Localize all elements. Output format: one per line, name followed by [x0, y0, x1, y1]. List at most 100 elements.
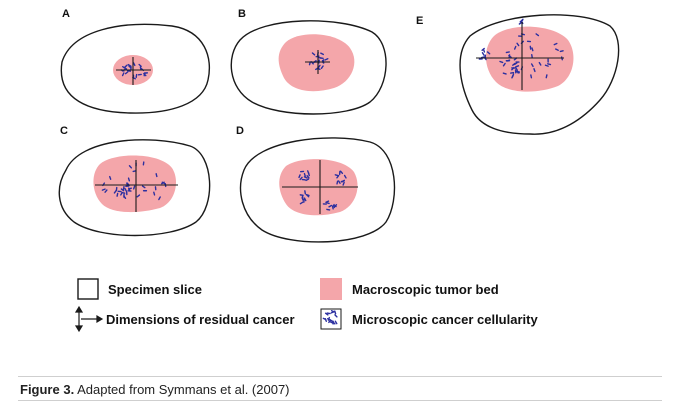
- cancer-cell-mark: [482, 48, 486, 53]
- cancer-cell-mark: [481, 52, 485, 56]
- cancer-cell-mark: [303, 176, 308, 179]
- cancer-cell-mark: [158, 196, 161, 201]
- panel-label-e: E: [416, 15, 423, 27]
- cells-c: [101, 161, 167, 201]
- cancer-cell-mark: [520, 18, 524, 22]
- cancer-cell-mark: [306, 175, 310, 179]
- cancer-cell-mark: [553, 42, 558, 46]
- cancer-cell-mark: [155, 173, 158, 178]
- panel-label-b: B: [238, 8, 246, 20]
- cells-e: [478, 18, 564, 79]
- cancer-cell-mark: [123, 66, 128, 70]
- cancer-cell-mark: [121, 72, 125, 77]
- cancer-cell-mark: [317, 64, 321, 69]
- cancer-cell-mark: [331, 205, 334, 210]
- cancer-cell-mark: [324, 58, 329, 61]
- cancer-cell-mark: [336, 180, 339, 185]
- cancer-cell-mark: [330, 311, 335, 314]
- cancer-cell-mark: [333, 204, 338, 208]
- cancer-cell-mark: [305, 194, 310, 198]
- caption-label: Figure 3.: [20, 382, 75, 397]
- cancer-cell-mark: [499, 60, 504, 64]
- cancer-cell-mark: [511, 73, 515, 78]
- cancer-cell-mark: [124, 64, 128, 68]
- cancer-cell-mark: [325, 201, 330, 205]
- cancer-cell-mark: [330, 319, 334, 323]
- cancer-cell-mark: [104, 189, 108, 193]
- panel-label-d: D: [236, 125, 244, 137]
- cancer-cell-mark: [334, 314, 338, 318]
- legend-dimensions-icon: [74, 305, 104, 333]
- cancer-cell-mark: [328, 204, 333, 208]
- panel-e: E: [416, 14, 620, 135]
- cancer-cell-mark: [116, 192, 119, 197]
- legend-specimen-slice-swatch: [77, 278, 99, 300]
- cancer-cell-mark: [121, 191, 126, 194]
- cancer-cell-mark: [320, 65, 324, 69]
- caption-bottom-rule: [18, 400, 662, 401]
- cancer-cell-mark: [298, 174, 301, 179]
- cancer-cell-mark: [340, 180, 345, 183]
- cancer-cell-mark: [533, 68, 536, 73]
- legend-specimen-slice-label: Specimen slice: [108, 282, 202, 297]
- specimen-slice-a: [60, 23, 211, 114]
- panel-d: D: [236, 125, 396, 243]
- cancer-cell-mark: [299, 176, 303, 181]
- cancer-cell-mark: [311, 52, 316, 56]
- cancer-cell-mark: [326, 318, 331, 321]
- cells-d: [298, 170, 347, 211]
- cancer-cell-mark: [128, 65, 132, 69]
- figure-diagram: A B C D E: [58, 8, 620, 333]
- dimension-cross-c: [95, 160, 178, 212]
- cancer-cell-mark: [128, 165, 133, 169]
- legend-tumor-bed-swatch: [320, 278, 342, 300]
- cancer-cell-mark: [143, 72, 147, 77]
- cells-a: [120, 62, 148, 80]
- cancer-cell-mark: [329, 320, 334, 324]
- cancer-cell-mark: [124, 187, 127, 192]
- panel-label-a: A: [62, 8, 70, 20]
- cancer-cell-mark: [530, 74, 533, 79]
- cancer-cell-mark: [141, 185, 146, 189]
- cancer-cell-mark: [133, 185, 136, 190]
- cancer-cell-mark: [554, 48, 559, 51]
- legend: Specimen slice Macroscopic tumor bed Dim…: [74, 278, 538, 333]
- cancer-cell-mark: [342, 181, 345, 186]
- tumor-bed-e: [485, 26, 574, 92]
- cancer-cell-mark: [334, 320, 338, 325]
- dimension-cross-b: [305, 50, 330, 74]
- cancer-cell-mark: [514, 66, 518, 71]
- cancer-cell-mark: [320, 52, 324, 56]
- cancer-cell-mark: [132, 62, 136, 67]
- cancer-cell-mark: [120, 188, 125, 192]
- cancer-cell-mark: [301, 194, 304, 199]
- cancer-cell-mark: [326, 208, 331, 211]
- cancer-cell-mark: [124, 71, 129, 75]
- specimen-slice-c: [58, 139, 211, 237]
- tumor-bed-c: [93, 155, 176, 213]
- dimension-cross-d: [282, 160, 358, 214]
- legend-cellularity-label: Microscopic cancer cellularity: [352, 312, 538, 327]
- cancer-cell-mark: [530, 63, 534, 68]
- cancer-cell-mark: [128, 187, 131, 192]
- specimen-slice-d: [239, 137, 396, 243]
- figure-caption: Figure 3. Adapted from Symmans et al. (2…: [20, 382, 290, 397]
- panel-label-c: C: [60, 125, 68, 137]
- cancer-cell-mark: [139, 66, 142, 71]
- cancer-cell-mark: [337, 180, 341, 185]
- cancer-cell-mark: [515, 65, 520, 68]
- specimen-slice-b: [230, 20, 387, 115]
- cancer-cell-mark: [334, 310, 337, 315]
- caption-top-rule: [18, 376, 662, 377]
- cancer-cell-mark: [334, 174, 339, 177]
- cancer-cell-mark: [161, 181, 166, 185]
- cancer-cell-mark: [535, 33, 540, 37]
- cancer-cell-mark: [512, 62, 516, 66]
- cancer-cell-mark: [138, 63, 142, 68]
- cancer-cell-mark: [305, 178, 310, 182]
- panel-b: B: [230, 8, 387, 115]
- cancer-cell-mark: [343, 174, 347, 179]
- cancer-cell-mark: [109, 175, 112, 180]
- cancer-cell-mark: [113, 189, 117, 194]
- cancer-cell-mark: [502, 72, 507, 75]
